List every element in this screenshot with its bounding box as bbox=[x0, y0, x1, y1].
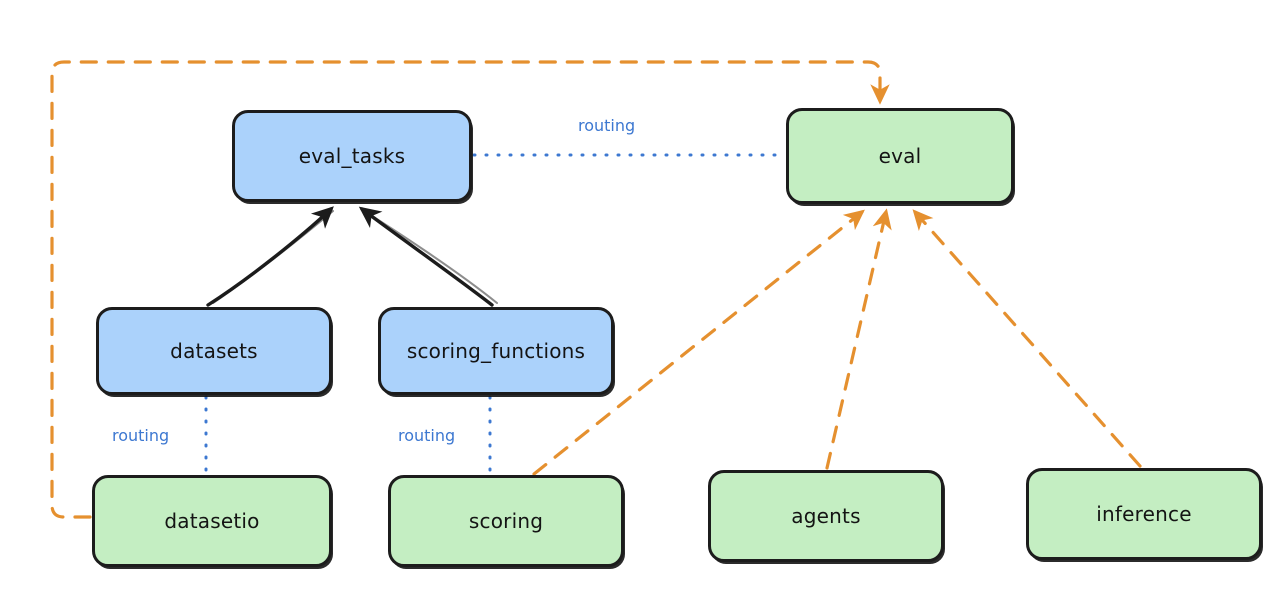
node-agents-label: agents bbox=[791, 504, 861, 528]
node-datasetio-label: datasetio bbox=[164, 509, 260, 533]
node-datasets-label: datasets bbox=[170, 339, 258, 363]
edge-agents-to-eval bbox=[825, 208, 892, 470]
edge-inference-to-eval bbox=[912, 209, 1142, 468]
edge-scoring-functions-to-eval-tasks-sketch bbox=[363, 210, 498, 304]
node-scoring-label: scoring bbox=[468, 509, 544, 533]
edge-datasets-to-eval-tasks bbox=[206, 206, 334, 307]
node-eval-label: eval bbox=[878, 144, 922, 168]
node-scoring-functions-label: scoring_functions bbox=[406, 339, 586, 363]
node-agents[interactable]: agents bbox=[708, 470, 944, 562]
edge-datasets-to-eval-tasks-sketch bbox=[212, 210, 334, 304]
node-scoring[interactable]: scoring bbox=[388, 475, 624, 567]
node-inference-label: inference bbox=[1096, 502, 1192, 526]
edge-scoring-functions-to-eval-tasks bbox=[358, 206, 494, 307]
node-datasets[interactable]: datasets bbox=[96, 307, 332, 395]
node-eval-tasks-label: eval_tasks bbox=[298, 144, 406, 168]
node-datasetio[interactable]: datasetio bbox=[92, 475, 332, 567]
edge-label-routing-datasetio: routing bbox=[112, 426, 170, 445]
node-eval-tasks[interactable]: eval_tasks bbox=[232, 110, 472, 202]
node-inference[interactable]: inference bbox=[1026, 468, 1262, 560]
edge-label-routing-eval: routing bbox=[578, 116, 636, 135]
node-scoring-functions[interactable]: scoring_functions bbox=[378, 307, 614, 395]
node-eval[interactable]: eval bbox=[786, 108, 1014, 204]
edge-label-routing-scoring: routing bbox=[398, 426, 456, 445]
